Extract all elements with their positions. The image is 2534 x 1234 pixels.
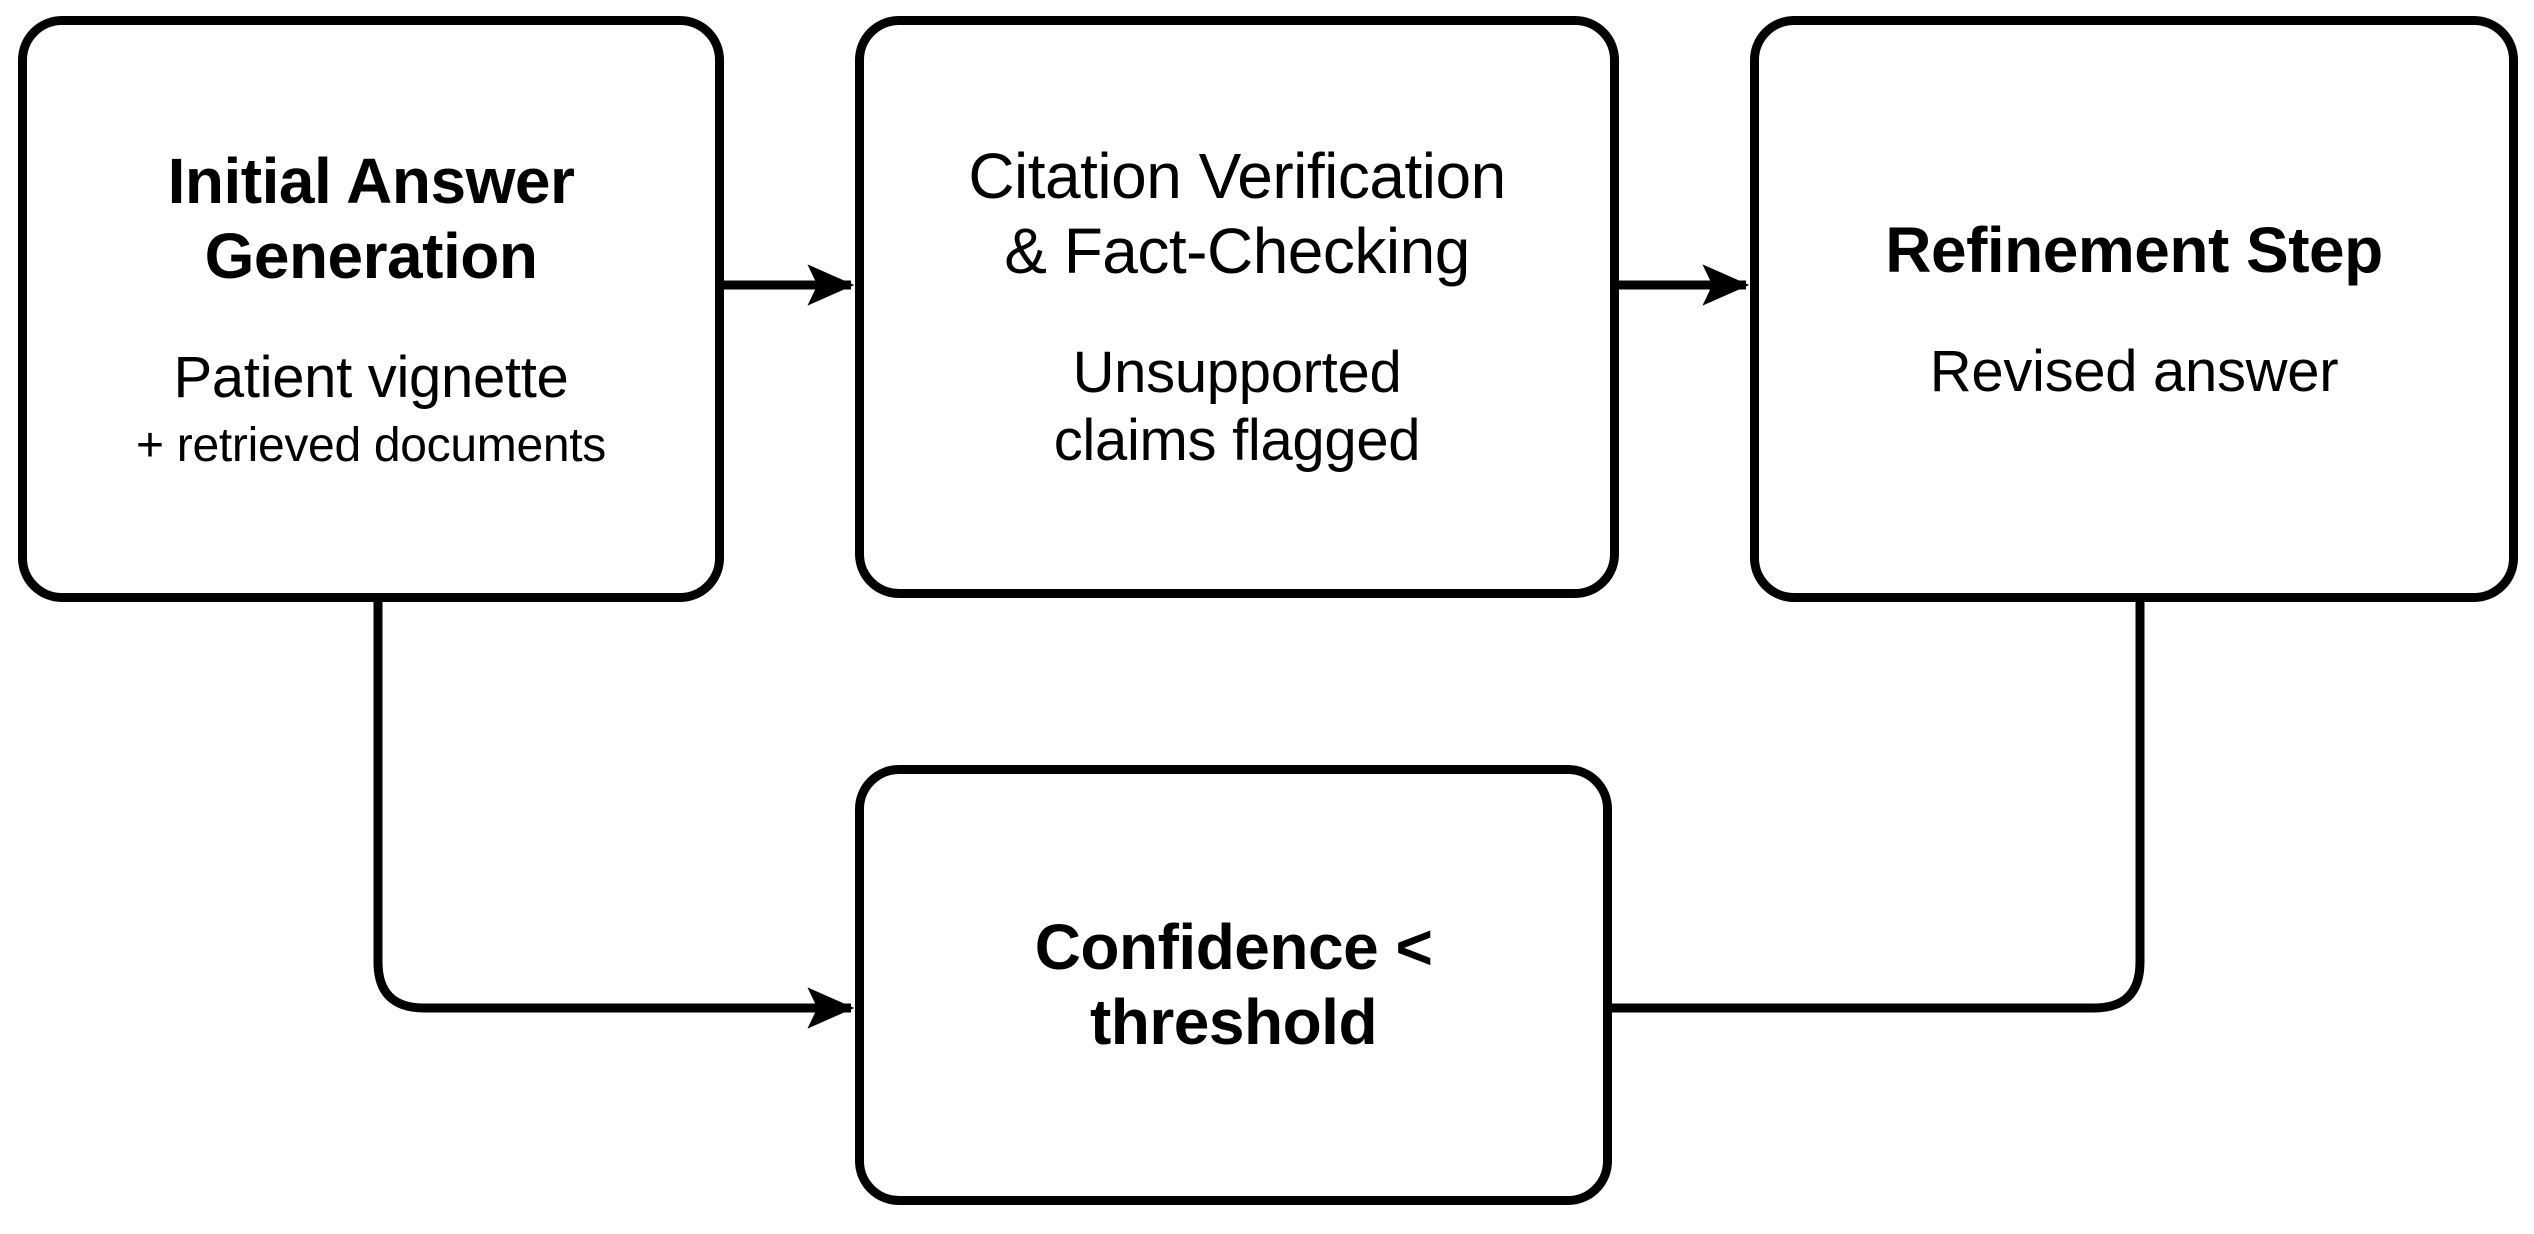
- node-initial-detail: + retrieved documents: [136, 418, 606, 472]
- node-verification-subtitle-line1: Unsupported: [1072, 340, 1402, 406]
- node-citation-verification[interactable]: Citation Verification & Fact-Checking Un…: [855, 16, 1619, 598]
- node-refinement-body: Refinement Step Revised answer: [1759, 213, 2509, 406]
- node-refinement-subtitle: Revised answer: [1929, 338, 2339, 404]
- node-confidence-title-line2: threshold: [1089, 986, 1378, 1058]
- node-refinement-title: Refinement Step: [1885, 213, 2383, 286]
- node-verification-body: Citation Verification & Fact-Checking Un…: [864, 139, 1610, 474]
- node-initial-subtitle: Patient vignette: [173, 344, 569, 410]
- node-verification-title-line1: Citation Verification: [968, 140, 1506, 213]
- node-confidence-threshold[interactable]: Confidence < threshold: [855, 765, 1612, 1205]
- node-confidence-body: Confidence < threshold: [864, 910, 1603, 1060]
- edge-refinement-to-confidence: [1610, 602, 2145, 1013]
- node-initial-title-line1: Initial Answer: [167, 145, 575, 218]
- node-verification-subtitle-line2: claims flagged: [1053, 407, 1421, 473]
- edge-initial-to-confidence: [373, 600, 855, 1029]
- node-initial-body: Initial Answer Generation Patient vignet…: [27, 144, 715, 474]
- node-initial-answer-generation[interactable]: Initial Answer Generation Patient vignet…: [18, 16, 724, 602]
- node-refinement-step[interactable]: Refinement Step Revised answer: [1750, 16, 2518, 602]
- node-initial-title-line2: Generation: [204, 219, 538, 292]
- node-verification-title-line2: & Fact-Checking: [1004, 215, 1470, 288]
- node-confidence-title-line1: Confidence <: [1034, 911, 1433, 984]
